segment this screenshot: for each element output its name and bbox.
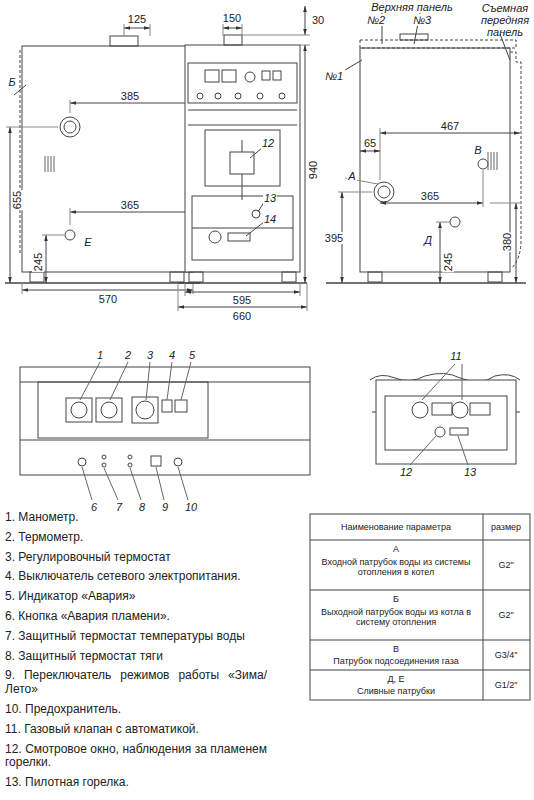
table-cell: Сливные патрубки [312, 686, 480, 696]
dimension-label: 467 [440, 120, 460, 132]
table-cell: G2" [484, 610, 528, 620]
legend-item: 5. Индикатор «Авария» [5, 590, 267, 604]
table-cell: Б [312, 594, 480, 604]
legend-item: 9. Переключатель режимов работы «Зима/Ле… [5, 669, 267, 697]
panel-label: Съемная передняя панель [480, 2, 530, 38]
callout-number: 2 [124, 349, 132, 361]
dimension-label: 12 [261, 137, 275, 149]
legend-item: 2. Термометр. [5, 531, 267, 545]
legend-item: 4. Выключатель сетевого электропитания. [5, 570, 267, 584]
dimension-label: Е [83, 236, 92, 248]
legend-item: 6. Кнопка «Авария пламени». [5, 610, 267, 624]
legend-item: 1. Манометр. [5, 511, 267, 525]
dimension-label: 30 [311, 14, 325, 26]
legend-item: 10. Предохранитель. [5, 703, 267, 717]
table-cell: А [312, 544, 480, 554]
dimension-label: 13 [263, 192, 277, 204]
dimension-label: №2 [366, 14, 386, 26]
dimension-label: 125 [127, 13, 147, 25]
callout-number: 5 [188, 349, 196, 361]
dimension-label: 65 [363, 137, 377, 149]
table-cell: G1/2" [484, 680, 528, 690]
callout-number: 4 [168, 349, 176, 361]
callout-number: 7 [115, 501, 123, 513]
dimension-label: 395 [324, 232, 344, 244]
table-cell: В [312, 644, 480, 654]
table-cell: Наименование параметра [312, 522, 480, 532]
legend-item: 7. Защитный термостат температуры воды [5, 630, 267, 644]
callout-number: 8 [138, 501, 146, 513]
legend-item: 8. Защитный термостат тяги [5, 650, 267, 664]
legend-item: 3. Регулировочный термостат [5, 551, 267, 565]
callout-number: 6 [90, 501, 98, 513]
callout-number: 13 [463, 466, 477, 478]
dimension-label: 655 [11, 190, 23, 210]
dimension-label: 595 [232, 294, 252, 306]
dimension-label: 380 [501, 232, 513, 252]
callout-number: 9 [161, 501, 169, 513]
table-cell: размер [484, 522, 528, 532]
dimension-label: А [347, 170, 356, 182]
callout-number: 12 [399, 466, 413, 478]
callout-number: 3 [146, 349, 154, 361]
callout-number: 11 [449, 350, 462, 362]
dimension-label: В [473, 144, 482, 156]
dimension-label: 14 [263, 213, 277, 225]
table-cell: G3/4" [484, 650, 528, 660]
dimension-label: №3 [412, 14, 432, 26]
callout-number: 10 [184, 501, 198, 513]
table-cell: Входной патрубок воды из системы отоплен… [312, 557, 480, 578]
dimension-label: 245 [32, 252, 44, 272]
table-cell: G2" [484, 560, 528, 570]
dimension-label: №1 [324, 70, 344, 82]
dimension-label: Б [7, 76, 16, 88]
legend-item: 11. Газовый клапан с автоматикой. [5, 723, 267, 737]
dimension-label: 150 [222, 12, 242, 24]
dimension-label: 385 [120, 90, 140, 102]
dimension-label: 245 [442, 252, 454, 272]
legend-item: 13. Пилотная горелка. [5, 776, 267, 790]
dimension-label: 365 [120, 199, 140, 211]
table-cell: Патрубок подсоединения газа [312, 656, 480, 666]
dimension-label: 570 [98, 293, 118, 305]
dimension-label: 365 [420, 190, 440, 202]
dimension-label: Д [423, 234, 433, 246]
dimension-label: Верхняя панель [370, 1, 454, 13]
dimension-label: 940 [307, 160, 319, 180]
dimension-label: 660 [232, 310, 252, 322]
table-cell: Выходной патрубок воды из котла в систем… [312, 607, 480, 628]
callout-number: 1 [96, 349, 104, 361]
legend-item: 12. Смотровое окно, наблюдения за пламен… [5, 743, 267, 771]
table-cell: Д, Е [312, 674, 480, 684]
